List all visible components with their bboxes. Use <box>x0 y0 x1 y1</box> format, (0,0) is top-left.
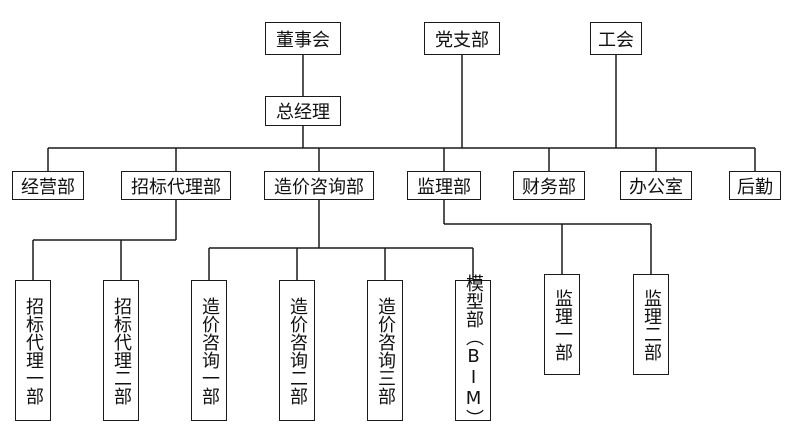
node-zj2: 造价咨询二部 <box>279 280 315 421</box>
node-houqin: 后勤 <box>729 171 781 200</box>
node-gm: 总经理 <box>265 96 341 126</box>
node-zb2: 招标代理二部 <box>103 280 139 421</box>
node-caiwu: 财务部 <box>513 171 585 200</box>
node-zb1: 招标代理一部 <box>15 280 51 421</box>
node-union: 工会 <box>590 22 642 55</box>
node-zhaobiao: 招标代理部 <box>121 171 231 200</box>
node-jianli: 监理部 <box>407 171 481 200</box>
node-party: 党支部 <box>424 22 500 55</box>
node-jingying: 经营部 <box>12 171 84 200</box>
node-jl2: 监理二部 <box>633 274 669 375</box>
node-bangong: 办公室 <box>620 171 692 200</box>
node-zj3: 造价咨询三部 <box>367 280 403 421</box>
node-board: 董事会 <box>265 22 341 55</box>
node-zaojia: 造价咨询部 <box>264 171 374 200</box>
node-bim: 模型部（BIM） <box>455 274 491 427</box>
node-jl1: 监理一部 <box>544 274 580 375</box>
node-zj1: 造价咨询一部 <box>191 280 227 421</box>
